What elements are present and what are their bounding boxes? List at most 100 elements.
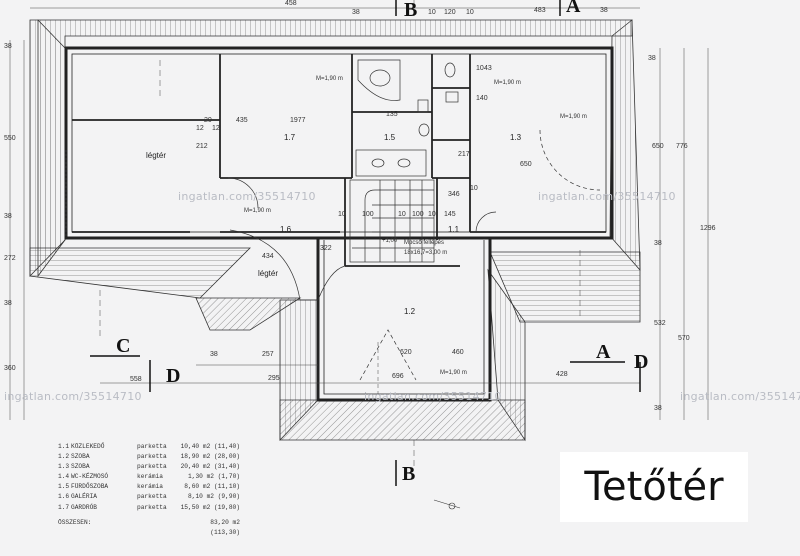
svg-text:10: 10 [476,65,484,72]
watermark-1: ingatlan.com/35514710 [178,190,316,203]
svg-text:558: 558 [130,376,142,383]
section-mark-a-top: A [566,0,581,17]
schedule-total-label: ÖSSZESEN: [58,518,92,526]
room-label-1-1: 1.1 [448,225,460,234]
svg-text:38: 38 [654,405,662,412]
inner-dimensions: 435 1977 12 20 12 140 10 43 135 100 10 1… [130,65,568,383]
svg-text:483: 483 [534,7,546,14]
room-label-1-3: 1.3 [510,133,522,142]
svg-text:100: 100 [412,211,424,218]
inner-walls [72,54,606,267]
section-mark-b-top: B [404,0,417,21]
schedule-floor: parketta [137,503,167,511]
svg-text:212: 212 [196,143,208,150]
svg-text:38: 38 [600,7,608,14]
schedule-num: 1.2 [58,453,70,461]
void-label-1: légtér [146,151,166,160]
schedule-area: 15,50 m2 (19,80) [180,503,240,511]
svg-text:38: 38 [654,240,662,247]
height-mark-5: M=1,90 m [560,114,587,120]
title-box: Tetőtér [560,452,748,522]
schedule-name: SZOBA [71,463,90,471]
svg-text:120: 120 [444,9,456,16]
schedule-floor: kerámia [137,473,163,481]
dimension-lines [9,0,709,470]
svg-text:1296: 1296 [700,225,716,232]
svg-text:272: 272 [4,255,16,262]
svg-text:434: 434 [262,253,274,260]
schedule-num: 1.7 [58,503,70,511]
schedule-area: 18,90 m2 (28,00) [180,453,240,461]
svg-text:550: 550 [4,135,16,142]
svg-text:620: 620 [400,349,412,356]
svg-text:295: 295 [268,375,280,382]
schedule-area: 1,30 m2 (1,70) [188,473,240,481]
svg-text:696: 696 [392,373,404,380]
schedule-total: ÖSSZESEN: 83,20 m2 (113,30) [58,518,240,538]
schedule-name: KÖZLEKEDŐ [71,443,105,450]
svg-text:650: 650 [520,161,532,168]
schedule-area: 20,40 m2 (31,40) [180,463,240,471]
watermark-4: ingatlan.com/35514710 [364,390,502,403]
schedule-name: SZOBA [71,453,90,461]
svg-text:38: 38 [4,300,12,307]
page-title: Tetőtér [584,464,724,510]
level-mark: +1,00 [382,238,398,244]
schedule-area: 8,10 m2 (9,90) [188,493,240,501]
height-mark-4: M=1,90 m [440,370,467,376]
svg-text:10: 10 [338,211,346,218]
height-mark-3: M=1,90 m [244,208,271,214]
svg-text:10: 10 [428,9,436,16]
svg-text:1977: 1977 [290,117,306,124]
schedule-num: 1.1 [58,443,70,450]
schedule-floor: parketta [137,463,167,471]
svg-text:10: 10 [470,185,478,192]
roof-eaves [29,19,641,442]
room-label-1-6: 1.6 [280,225,292,234]
svg-text:428: 428 [556,371,568,378]
height-mark-1: M=1,90 m [316,76,343,82]
doors [227,129,601,381]
schedule-floor: parketta [137,453,167,461]
section-arrow [433,499,461,509]
room-label-1-7: 1.7 [284,133,296,142]
svg-text:10: 10 [398,211,406,218]
schedule-num: 1.6 [58,493,70,501]
svg-text:458: 458 [285,0,297,7]
schedule-area: 8,60 m2 (11,10) [184,483,240,491]
section-mark-b-bottom: B [402,463,415,485]
svg-text:322: 322 [320,245,332,252]
schedule-num: 1.4 [58,473,70,481]
svg-text:20: 20 [204,117,212,124]
void-label-2: légtér [258,269,278,278]
svg-text:140: 140 [476,95,488,102]
section-mark-a-right: A [596,341,611,363]
svg-text:135: 135 [386,111,398,118]
room-label-1-5: 1.5 [384,133,396,142]
room-label-1-2: 1.2 [404,307,416,316]
svg-text:435: 435 [236,117,248,124]
watermark-3: ingatlan.com/35514710 [4,390,142,403]
watermark-5: ingatlan.com/35514710 [680,390,800,403]
svg-text:10: 10 [466,9,474,16]
schedule-floor: parketta [137,443,167,450]
svg-text:460: 460 [452,349,464,356]
schedule-floor: kerámia [137,483,163,491]
svg-text:570: 570 [678,335,690,342]
schedule-total-area: 83,20 m2 (113,30) [210,518,240,536]
section-markers [90,0,641,486]
svg-text:43: 43 [484,65,492,72]
svg-text:12: 12 [212,125,220,132]
schedule-name: GALÉRIA [71,493,97,501]
schedule-num: 1.5 [58,483,70,491]
height-mark-2: M=1,90 m [494,80,521,86]
svg-text:10: 10 [428,211,436,218]
